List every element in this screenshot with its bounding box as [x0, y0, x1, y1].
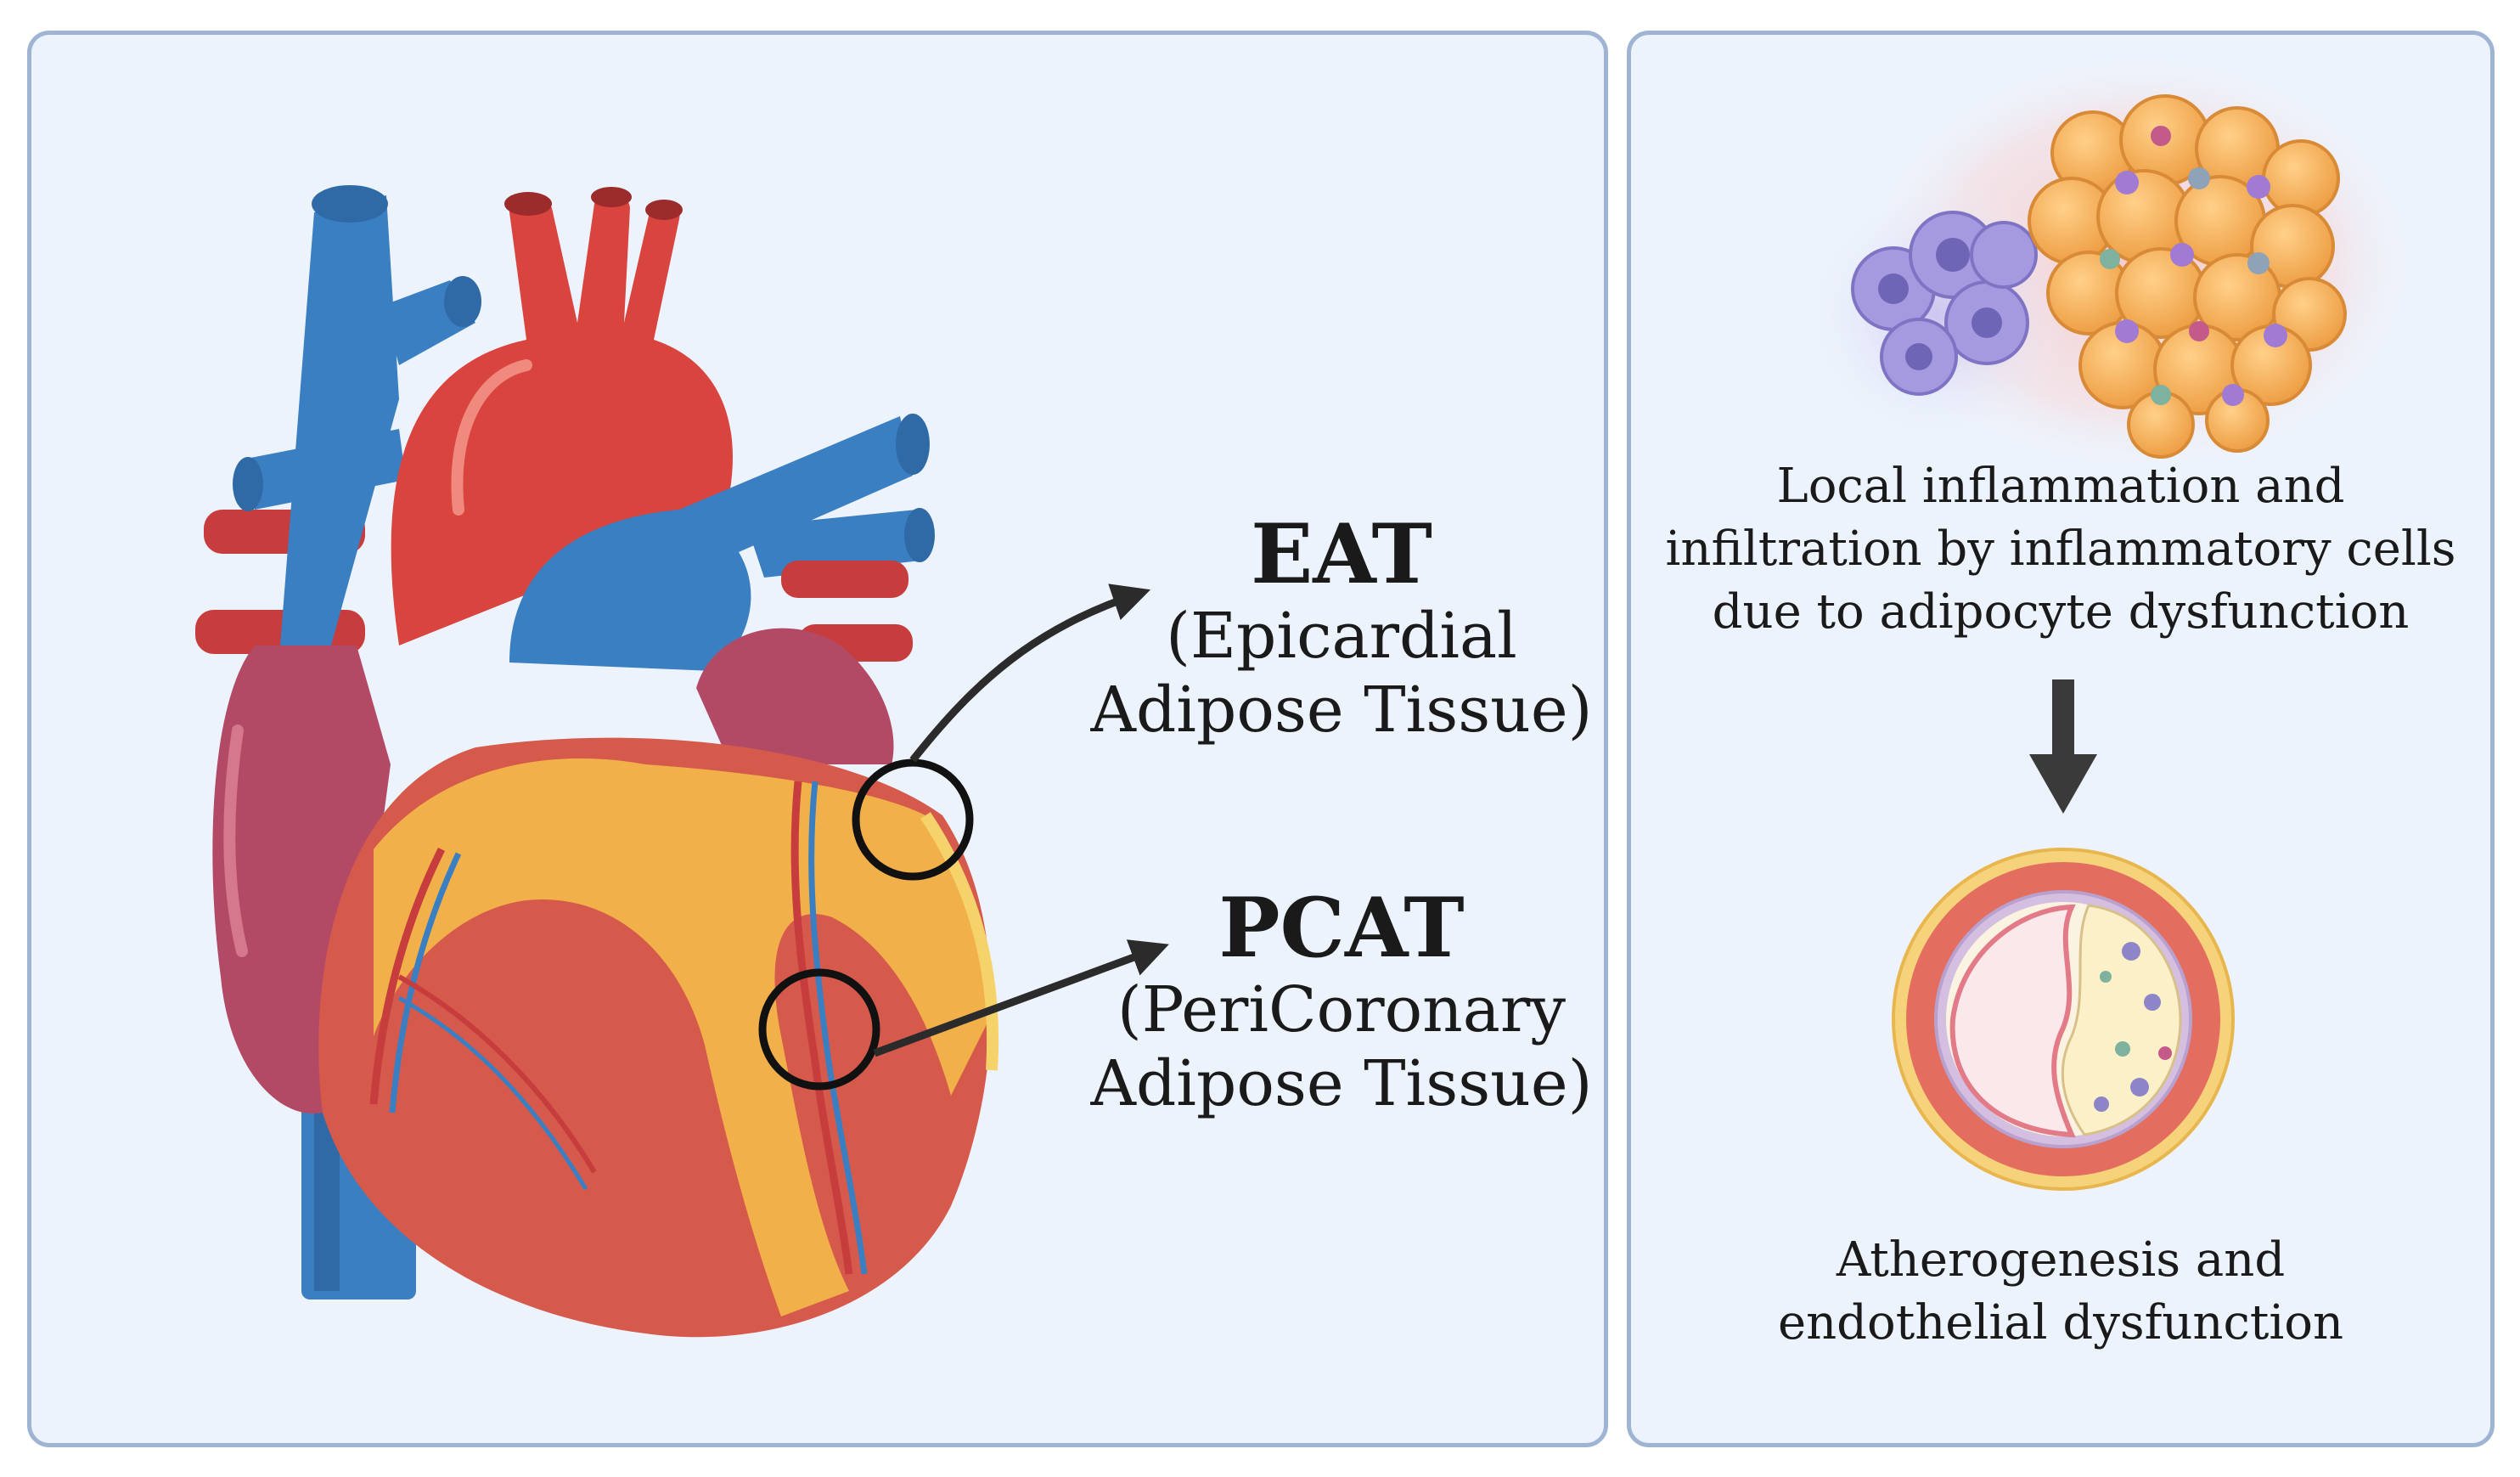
eat-fullname-line1: (Epicardial: [1166, 599, 1517, 673]
pcat-fullname-line2: Adipose Tissue): [1090, 1046, 1593, 1120]
pcat-pointer-arrow: [873, 939, 1169, 1057]
eat-label: EAT (Epicardial Adipose Tissue): [1087, 510, 1596, 747]
atherogenesis-caption-line1: Atherogenesis and: [1836, 1232, 2286, 1288]
inflammation-caption-line2: infiltration by inflammatory cells: [1665, 521, 2456, 577]
heart-anatomy-icon: [195, 185, 999, 1338]
eat-fullname-line2: Adipose Tissue): [1090, 673, 1593, 747]
eat-pointer-arrow: [909, 583, 1151, 763]
inflammation-caption: Local inflammation and infiltration by i…: [1639, 455, 2483, 644]
atherogenesis-caption-line2: endothelial dysfunction: [1777, 1294, 2344, 1350]
pcat-abbreviation: PCAT: [1218, 880, 1465, 976]
inflammation-caption-line1: Local inflammation and: [1776, 459, 2345, 514]
eat-abbreviation: EAT: [1251, 506, 1432, 602]
inflammation-caption-line3: due to adipocyte dysfunction: [1712, 583, 2410, 640]
down-arrow-icon: [2029, 679, 2097, 814]
atherogenesis-caption: Atherogenesis and endothelial dysfunctio…: [1639, 1229, 2483, 1355]
adipose-tissue-cluster-icon: [1800, 51, 2420, 476]
artery-cross-section-icon: [1881, 837, 2246, 1202]
pcat-label: PCAT (PeriCoronary Adipose Tissue): [1078, 883, 1605, 1121]
pcat-fullname-line1: (PeriCoronary: [1117, 972, 1567, 1046]
